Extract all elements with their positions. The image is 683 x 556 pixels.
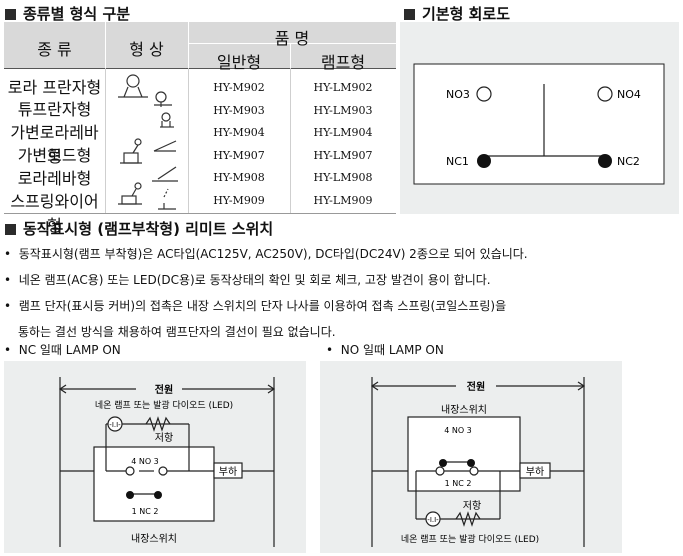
switch-label: 내장스위치 [441, 403, 487, 416]
nc-diagram: -I.I- 전원 네온 램프 또는 발광 다이오드 (LED) 저항 4 NO … [58, 377, 276, 547]
row-type: 로라 프란자형 [7, 78, 102, 97]
load-label: 부하 [219, 465, 237, 478]
header-product: 품 명 [274, 29, 310, 48]
bullet-item: • 동작표시형(램프 부착형)은 AC타입(AC125V, AC250V), D… [4, 247, 528, 261]
lamp-label: 네온 램프 또는 발광 다이오드 (LED) [401, 533, 539, 545]
load-label: 부하 [526, 465, 544, 478]
row-type: 가변로드형 [17, 146, 92, 165]
switch-shape-drawings [118, 74, 178, 210]
nc1-terminal [477, 154, 491, 168]
row-general: HY-M909 [213, 194, 265, 207]
adjustable-roller-lever-shape [120, 138, 177, 164]
row-lamp: HY-LM909 [313, 194, 373, 207]
row-type: 로라레바형 [17, 169, 92, 188]
header-lamp: 램프형 [320, 53, 366, 72]
no-diagram-panel: -I.I- 전원 내장스위치 4 NO 3 1 NC 2 부하 저항 네온 램프… [320, 361, 622, 553]
row-type: 가변로라레바형 [10, 123, 99, 166]
no-contact-1 [439, 459, 447, 467]
no4-terminal [597, 86, 613, 102]
limit-section-title: 동작표시형 (램프부착형) 리미트 스위치 [5, 218, 273, 239]
types-table: 종 류 형 상 품 명 일반형 램프형 로라 프란자형 튜프란자형 가변로라레바… [4, 22, 396, 235]
types-section-title: 종류별 형식 구분 [5, 3, 130, 24]
no4-label: NO4 [617, 88, 641, 101]
lamp-icon: -I.I- [427, 516, 439, 524]
square-bullet-icon [5, 224, 16, 235]
description-bullets: • 동작표시형(램프 부착형)은 AC타입(AC125V, AC250V), D… [4, 241, 528, 345]
nc-diagram-panel: -I.I- 전원 네온 램프 또는 발광 다이오드 (LED) 저항 4 NO … [4, 361, 306, 553]
power-label: 전원 [155, 383, 173, 396]
nc-contact-1 [126, 491, 134, 499]
row-lamp: HY-LM903 [313, 104, 373, 117]
nc-contact-2 [154, 491, 162, 499]
nc2-terminal [598, 154, 612, 168]
resistor-label: 저항 [155, 432, 173, 444]
header-general: 일반형 [216, 53, 262, 72]
row-general: HY-M904 [213, 126, 265, 139]
no-mode-title: • NO 일때 LAMP ON [326, 343, 444, 357]
row-lamp: HY-LM902 [313, 81, 373, 94]
lamp-label: 네온 램프 또는 발광 다이오드 (LED) [95, 399, 233, 411]
power-label: 전원 [467, 380, 485, 393]
bullet-item: • 네온 램프(AC용) 또는 LED(DC용)로 동작상태의 확인 및 회로 … [4, 273, 491, 287]
row-general: HY-M902 [213, 81, 265, 94]
row-general: HY-M907 [213, 149, 265, 162]
bullet-continuation: 통하는 결선 방식을 채용하여 램프단자의 결선이 필요 없습니다. [18, 325, 336, 339]
row-type: 튜프란자형 [17, 100, 92, 119]
header-shape: 형 상 [129, 40, 164, 59]
no3-terminal [476, 86, 492, 102]
basic-circuit-diagram: NO3 NO4 NC1 NC2 [413, 63, 665, 185]
roller-lever-shape [118, 182, 142, 205]
square-bullet-icon [404, 9, 415, 20]
row-lamp: HY-LM904 [313, 126, 373, 139]
nc-mode-title: • NC 일때 LAMP ON [4, 343, 121, 357]
lamp-icon: -I.I- [109, 421, 121, 429]
spring-wire-shape [158, 188, 176, 210]
header-type: 종 류 [37, 40, 72, 59]
nc-terminal-label: 1 NC 2 [445, 479, 472, 488]
row-type: 스프링와이어형 [10, 192, 99, 235]
adjustable-rod-shape [152, 166, 178, 182]
no-diagram: -I.I- 전원 내장스위치 4 NO 3 1 NC 2 부하 저항 네온 램프… [370, 377, 586, 547]
row-lamp: HY-LM907 [313, 149, 373, 162]
bullet-item: • 램프 단자(표시등 커버)의 접촉은 내장 스위치의 단자 나사를 이용하여… [4, 299, 507, 313]
no-contact-2 [467, 459, 475, 467]
tube-plunger-shape [160, 112, 174, 128]
no-terminal-label: 4 NO 3 [444, 426, 472, 435]
switch-label: 내장스위치 [131, 532, 177, 545]
nc2-label: NC2 [617, 155, 640, 168]
circuit-section-title: 기본형 회로도 [404, 3, 510, 24]
resistor-label: 저항 [463, 500, 481, 512]
row-general: HY-M903 [213, 104, 265, 117]
no3-label: NO3 [446, 88, 470, 101]
row-general: HY-M908 [213, 171, 265, 184]
roller-plunger-shape [118, 74, 172, 107]
nc-terminal-label: 1 NC 2 [132, 507, 159, 516]
no-terminal-label: 4 NO 3 [131, 457, 159, 466]
row-lamp: HY-LM908 [313, 171, 373, 184]
nc1-label: NC1 [446, 155, 469, 168]
basic-circuit-panel: NO3 NO4 NC1 NC2 [400, 22, 679, 214]
square-bullet-icon [5, 9, 16, 20]
